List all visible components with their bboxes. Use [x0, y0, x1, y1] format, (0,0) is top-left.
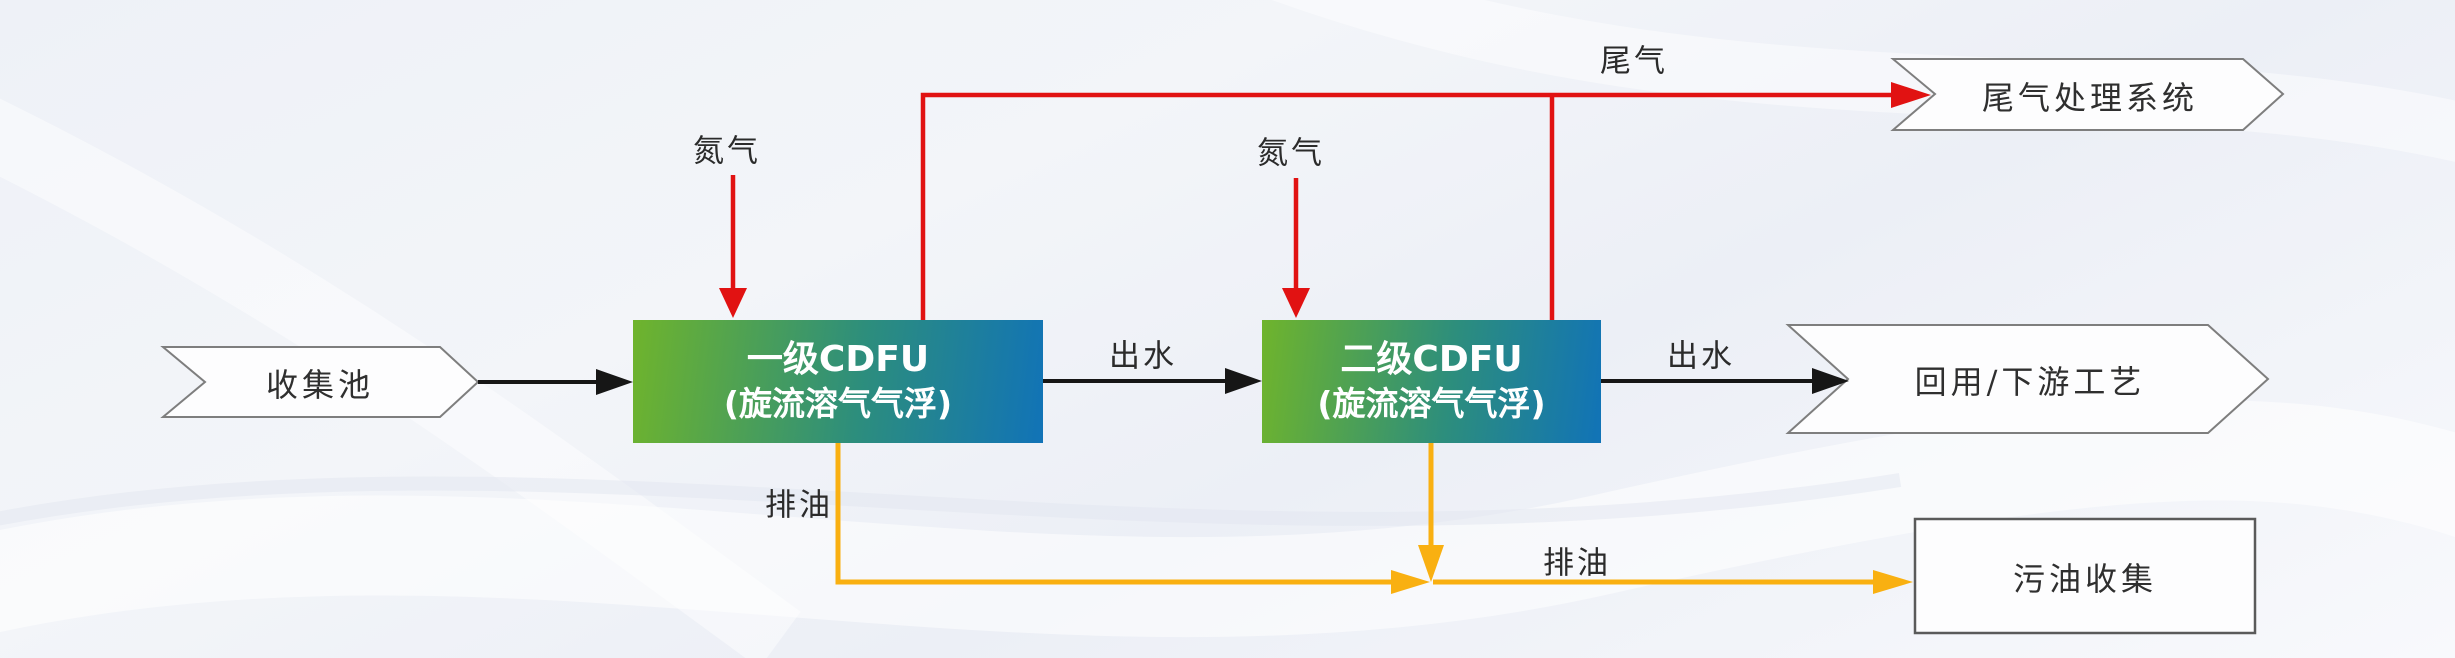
cdfu-stage2-title: 二级CDFU: [1340, 339, 1523, 381]
nitrogen-label-2: 氮气: [1257, 135, 1325, 172]
oil-flow-lines: [835, 443, 1874, 585]
collection-pool-label: 收集池: [265, 366, 375, 404]
gas-flow-lines: [730, 92, 1895, 320]
waste-oil-collection-label: 污油收集: [2012, 560, 2158, 598]
waste-oil-collection-shape: [1913, 517, 2257, 635]
arrowhead-oil-junction-right: [1391, 570, 1430, 594]
arrowhead-oil-junction-down: [1418, 545, 1444, 582]
oil-flow-arrowheads: [1391, 545, 1913, 594]
arrowhead-inlet: [596, 369, 633, 395]
arrowhead-oil-collection: [1873, 570, 1913, 594]
oil-drain-label-2: 排油: [1543, 545, 1611, 582]
water-flow-arrowheads: [596, 368, 1849, 395]
reuse-downstream-shape: [1785, 324, 2270, 434]
gas-flow-arrowheads: [719, 82, 1931, 318]
tail-gas-system-label: 尾气处理系统: [1981, 79, 2199, 117]
cdfu-stage1-box: 一级CDFU (旋流溶气气浮): [633, 320, 1043, 443]
reuse-downstream-label: 回用/下游工艺: [1914, 363, 2146, 401]
cdfu-stage2-subtitle: (旋流溶气气浮): [1317, 384, 1546, 424]
water-flow-lines: [478, 379, 1816, 384]
tail-gas-system-shape: [1890, 58, 2285, 131]
outlet-water-label-2: 出水: [1667, 338, 1735, 375]
cdfu-stage2-box: 二级CDFU (旋流溶气气浮): [1262, 320, 1601, 443]
tail-gas-line-1: [920, 92, 1895, 320]
oil-drain-line-1: [835, 443, 1392, 585]
nitrogen-label-1: 氮气: [693, 133, 761, 170]
tail-gas-label: 尾气: [1600, 43, 1668, 80]
arrowhead-outlet-2: [1812, 368, 1849, 394]
arrowhead-outlet-1: [1225, 368, 1262, 394]
arrowhead-tail-gas: [1891, 82, 1931, 108]
cdfu-stage1-subtitle: (旋流溶气气浮): [723, 384, 953, 424]
cdfu-stage1-title: 一级CDFU: [746, 339, 930, 381]
outlet-water-label-1: 出水: [1109, 338, 1177, 375]
arrowhead-nitrogen-1: [719, 288, 747, 318]
collection-pool-shape: [160, 346, 480, 418]
oil-drain-label-1: 排油: [765, 487, 833, 524]
arrowhead-nitrogen-2: [1282, 288, 1310, 318]
